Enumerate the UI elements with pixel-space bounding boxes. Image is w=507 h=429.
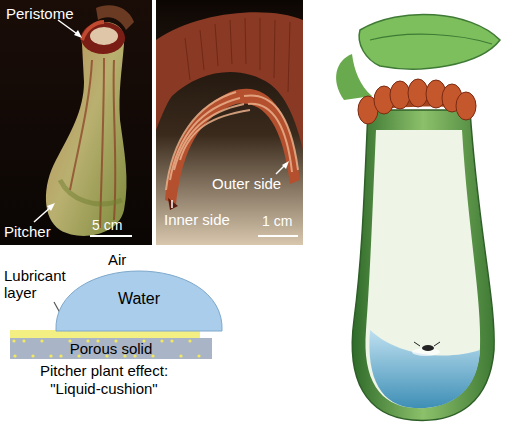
node-text: Water: [54, 270, 224, 308]
scale-label: 1 cm: [262, 214, 292, 229]
part-label: Pitcher: [4, 224, 51, 241]
part-label: Peristome: [6, 6, 74, 23]
pitcher-photo: [0, 0, 152, 245]
water-droplet: Water: [54, 270, 224, 332]
figure-caption: Pitcher plant effect: "Liquid-cushion": [14, 362, 194, 398]
pitcher-illustration: [336, 14, 500, 420]
medium-label: Air: [108, 252, 126, 269]
part-label: Inner side: [164, 212, 230, 229]
part-label: Outer side: [212, 176, 281, 193]
node-text: Porous solid: [10, 338, 212, 357]
porous-solid-layer: Porous solid: [10, 338, 212, 359]
layer-label: Lubricant layer: [4, 268, 78, 301]
peristome-photo: [156, 0, 303, 245]
scale-label: 5 cm: [92, 218, 122, 233]
